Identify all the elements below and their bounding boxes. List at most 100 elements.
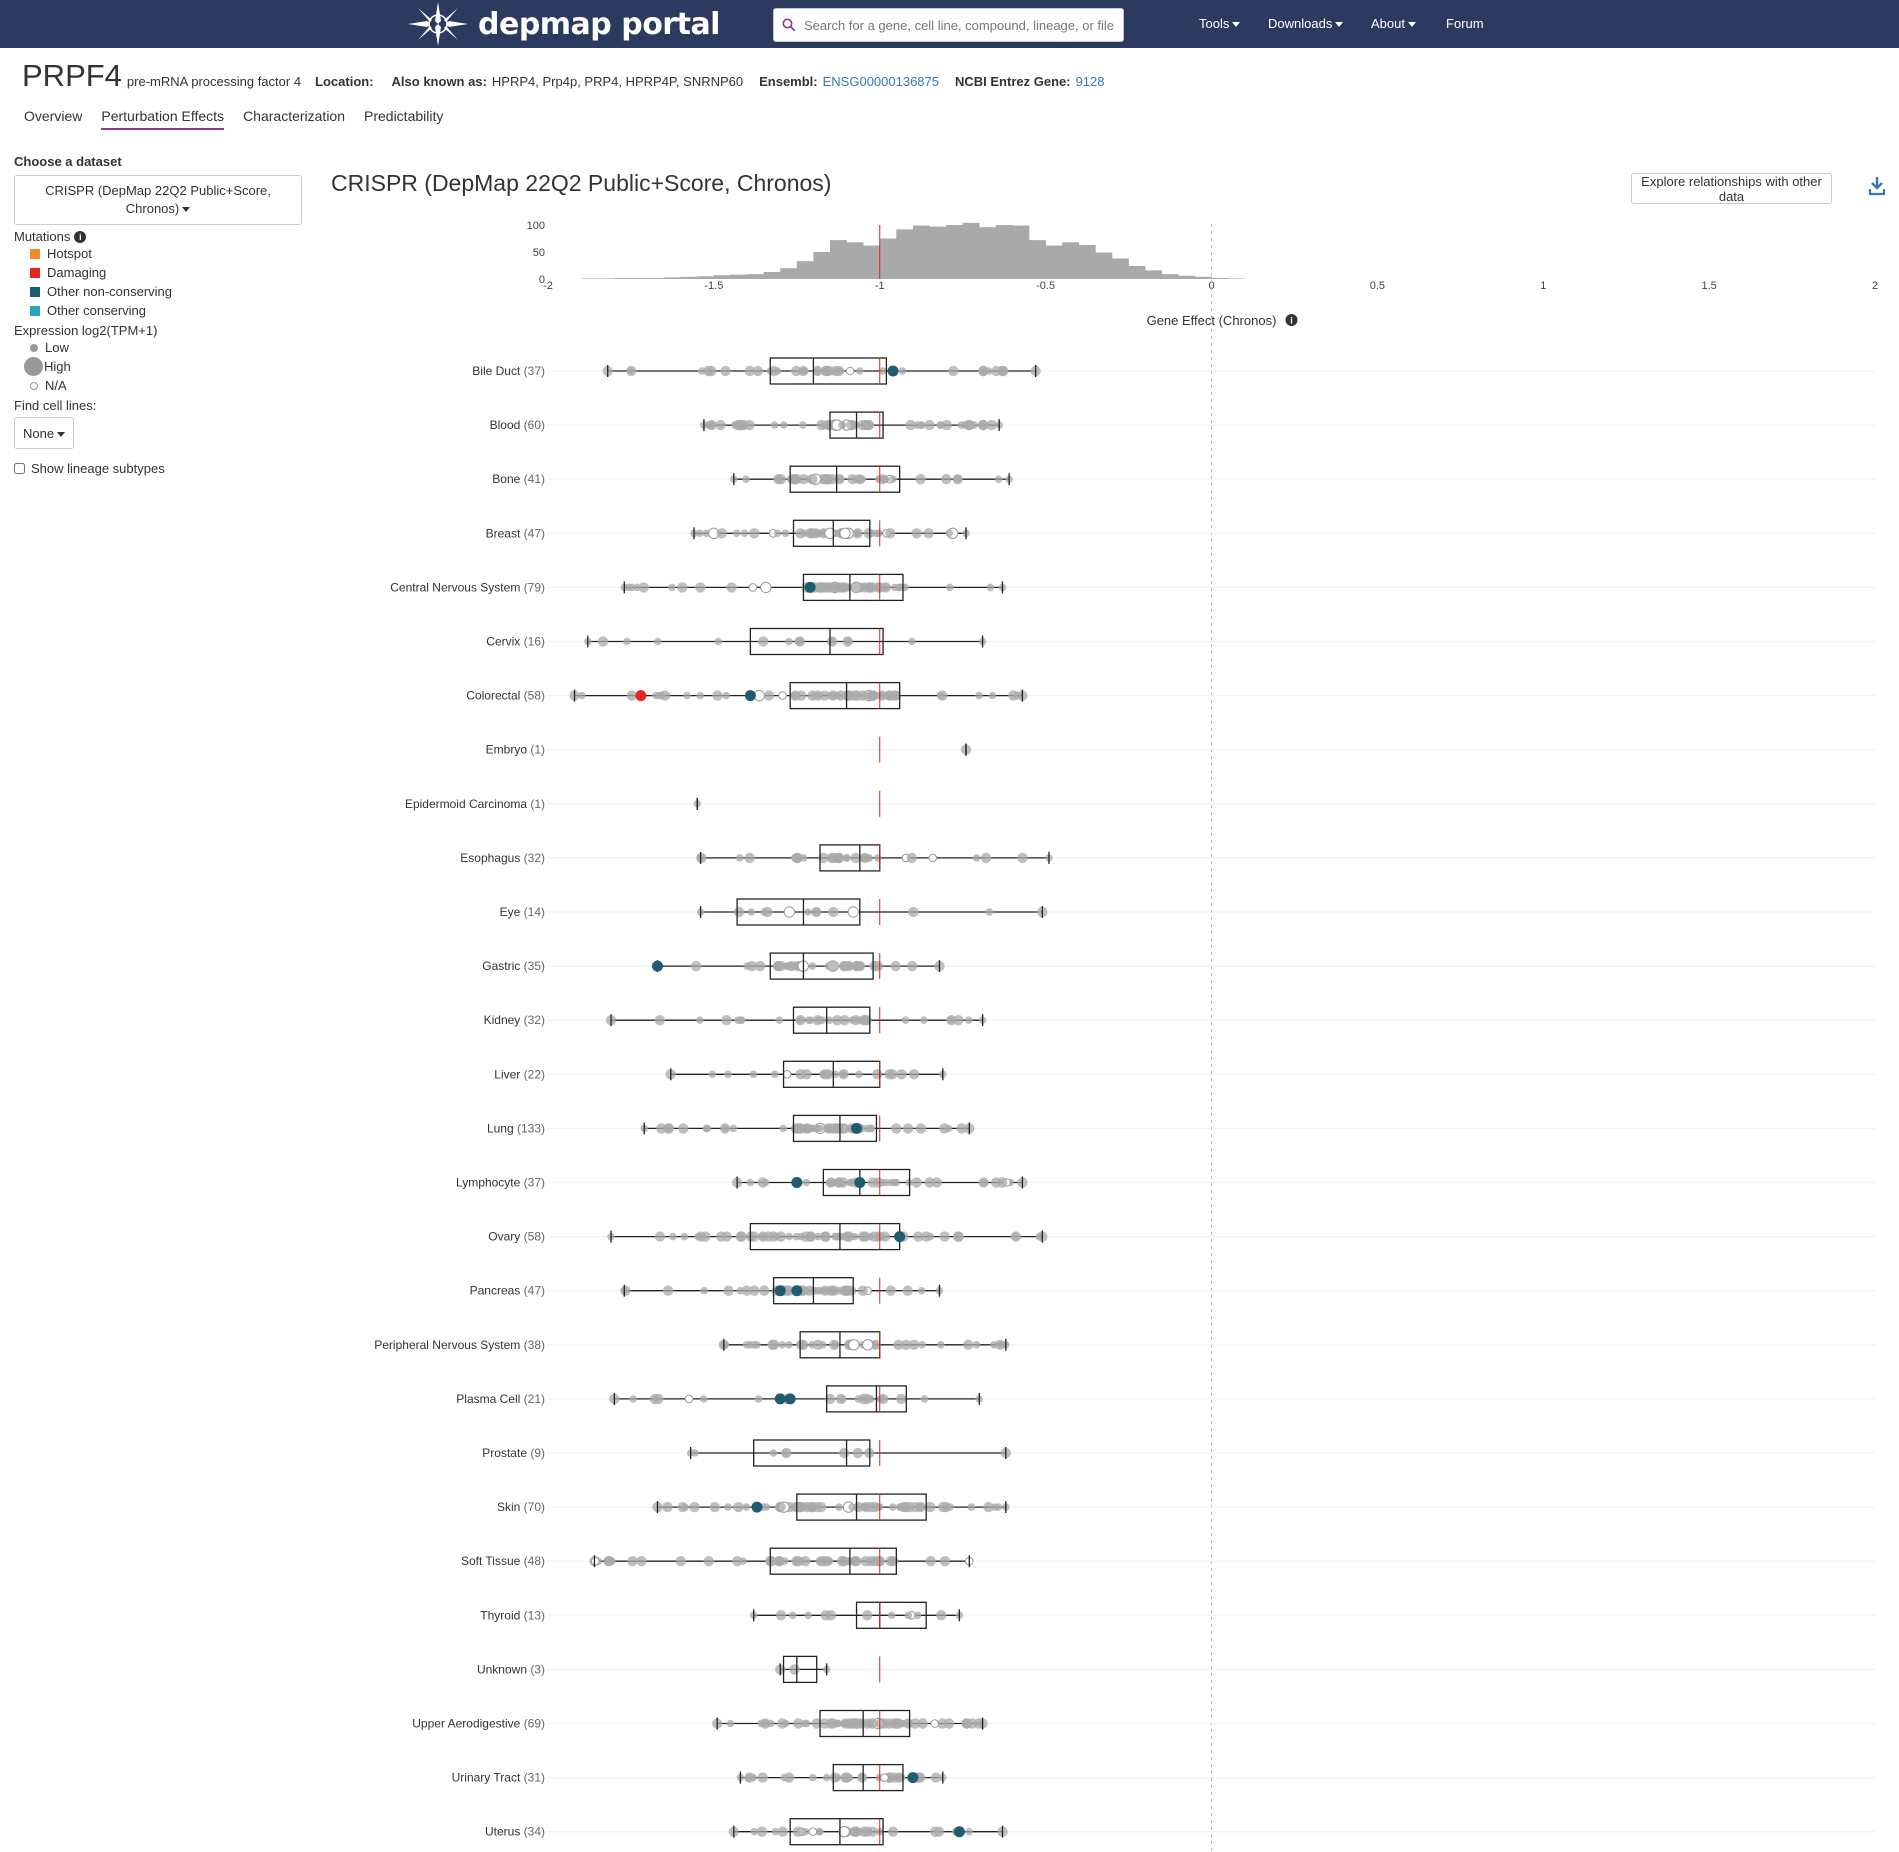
- cell-line-point: [795, 1123, 806, 1134]
- tab-overview[interactable]: Overview: [24, 108, 83, 124]
- category-count: (22): [520, 1067, 545, 1081]
- cell-line-point: [893, 1718, 904, 1729]
- cell-line-point: [996, 1341, 1005, 1349]
- cell-line-point: [849, 1719, 858, 1728]
- mutation-point: [774, 1285, 786, 1297]
- category-row: Pancreas (47): [470, 1277, 1875, 1305]
- histogram-bar: [829, 240, 847, 279]
- cell-line-point: [662, 1501, 673, 1513]
- box: [736, 898, 861, 926]
- category-count: (21): [520, 1392, 545, 1406]
- cell-line-point: [736, 1231, 747, 1242]
- cell-line-point: [716, 1231, 727, 1242]
- legend-expression-high: High: [14, 357, 304, 376]
- entrez-label: NCBI Entrez Gene:: [955, 74, 1071, 89]
- cell-line-point: [854, 474, 865, 485]
- category-label: Lymphocyte (37): [456, 1176, 545, 1190]
- cell-line-point: [742, 475, 750, 484]
- x-tick-label: 1.5: [1701, 280, 1716, 292]
- cell-line-point: [654, 1015, 666, 1026]
- category-name: Thyroid: [480, 1608, 520, 1622]
- cell-line-point: [785, 1232, 794, 1241]
- cell-line-point: [741, 1285, 752, 1296]
- find-cell-lines-select[interactable]: None: [14, 417, 75, 449]
- cell-line-point: [908, 906, 919, 918]
- nav-tools[interactable]: Tools: [1199, 0, 1241, 48]
- box: [769, 952, 874, 980]
- category-name: Pancreas: [470, 1284, 521, 1298]
- explore-relationships-button[interactable]: Explore relationships with other data: [1631, 173, 1832, 204]
- nav-downloads[interactable]: Downloads: [1268, 0, 1344, 48]
- cell-line-point: [778, 1341, 786, 1349]
- tab-characterization[interactable]: Characterization: [243, 108, 345, 124]
- mutation-point: [635, 690, 647, 702]
- aka-label: Also known as:: [391, 74, 487, 89]
- show-subtypes-checkbox[interactable]: [14, 463, 25, 474]
- cell-line-point: [844, 583, 853, 592]
- cell-line-point: [819, 1069, 831, 1080]
- histogram-bar: [597, 278, 615, 279]
- global-search[interactable]: [773, 8, 1124, 42]
- cell-line-point: [887, 1826, 899, 1837]
- cell-line-point: [834, 1177, 845, 1188]
- histogram-bar: [1178, 275, 1196, 279]
- nav-forum[interactable]: Forum: [1446, 0, 1484, 48]
- cell-line-point: [939, 1556, 951, 1567]
- cell-line-point: [863, 528, 874, 539]
- cell-line-point: [994, 475, 1003, 484]
- cell-line-point: [760, 1718, 771, 1729]
- tab-predictability[interactable]: Predictability: [364, 108, 444, 124]
- category-count: (79): [520, 580, 545, 594]
- category-name: Skin: [497, 1500, 520, 1514]
- cell-line-point: [733, 1501, 744, 1513]
- box: [792, 519, 871, 547]
- tab-perturbation-effects[interactable]: Perturbation Effects: [101, 108, 225, 130]
- x-tick-label: 2: [1872, 280, 1878, 292]
- nav-downloads-label: Downloads: [1268, 16, 1333, 31]
- cell-line-point: [915, 474, 926, 485]
- cell-line-point: [746, 1178, 755, 1187]
- dataset-select[interactable]: CRISPR (DepMap 22Q2 Public+Score, Chrono…: [14, 175, 302, 225]
- histogram-bar: [747, 274, 764, 279]
- high-dot: [24, 357, 43, 376]
- entrez-link[interactable]: 9128: [1075, 74, 1105, 89]
- cell-line-point: [930, 1719, 940, 1728]
- category-count: (47): [520, 1284, 545, 1298]
- cell-line-point: [696, 852, 707, 864]
- brand-logo[interactable]: depmap portal: [404, 0, 720, 48]
- nav-about[interactable]: About: [1371, 0, 1416, 48]
- cell-line-point: [843, 854, 851, 862]
- search-input[interactable]: [802, 10, 1123, 40]
- category-label: Colorectal (58): [466, 689, 545, 703]
- cell-line-point: [702, 529, 711, 538]
- ensembl-link[interactable]: ENSG00000136875: [822, 74, 939, 89]
- cell-line-point: [815, 529, 824, 538]
- cell-line-point: [775, 1501, 786, 1513]
- cell-line-point: [827, 636, 838, 647]
- cell-line-point: [977, 419, 989, 431]
- info-icon[interactable]: i: [74, 230, 87, 243]
- cell-line-point: [980, 852, 992, 864]
- cell-line-point: [818, 1341, 827, 1349]
- download-icon[interactable]: [1868, 176, 1886, 196]
- cell-line-point: [946, 1016, 955, 1024]
- find-cell-lines-label: Find cell lines:: [14, 398, 97, 413]
- histogram-bar: [664, 277, 681, 279]
- cell-line-point: [691, 1449, 699, 1457]
- cell-line-point: [804, 1611, 813, 1620]
- cell-line-point: [792, 1232, 801, 1241]
- cell-line-point: [780, 1773, 789, 1782]
- cell-line-point: [869, 1501, 881, 1513]
- damaging-swatch: [30, 267, 40, 278]
- cell-line-point: [968, 421, 976, 429]
- category-count: (31): [520, 1771, 545, 1785]
- category-row: Soft Tissue (48): [461, 1547, 1875, 1575]
- cell-line-point: [825, 1718, 836, 1729]
- cell-line-point: [851, 582, 863, 593]
- location-label: Location:: [315, 74, 374, 89]
- cell-line-point: [904, 1611, 913, 1620]
- cell-line-point: [878, 691, 886, 700]
- cell-line-point: [988, 691, 997, 700]
- compass-logo-icon: [408, 2, 468, 46]
- cell-line-point: [838, 960, 850, 972]
